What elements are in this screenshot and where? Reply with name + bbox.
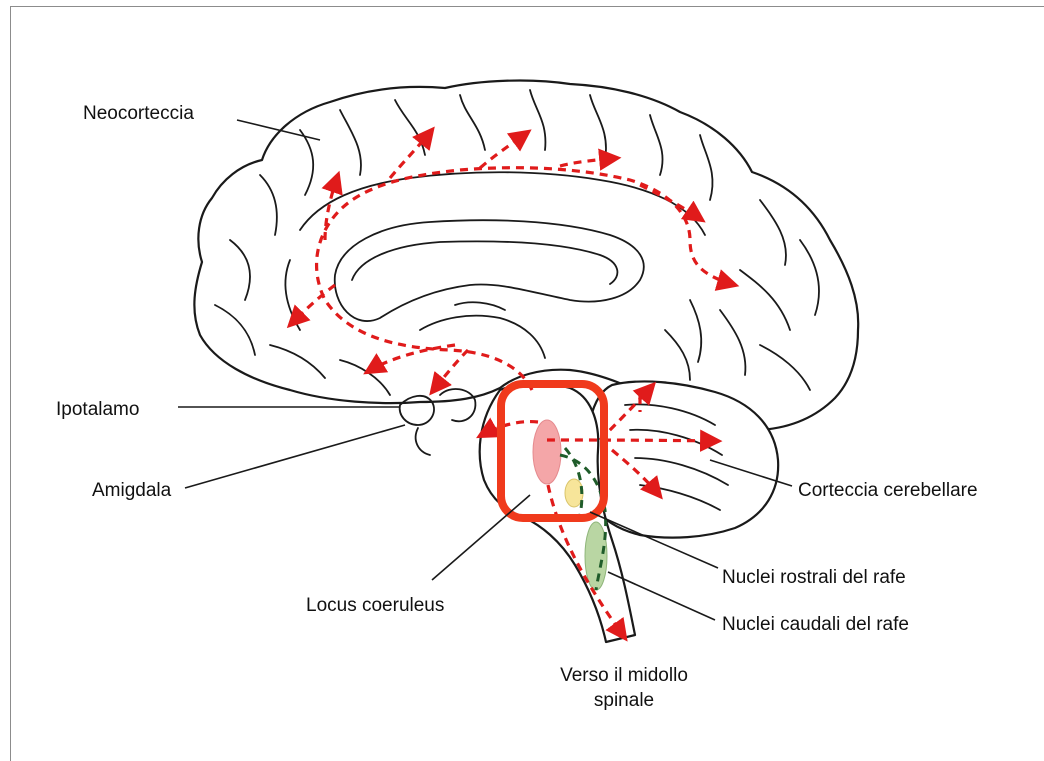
label-amygdala: Amigdala (92, 480, 172, 501)
label-to-spinal-cord-line2: spinale (594, 690, 654, 711)
cerebrum (194, 81, 858, 642)
label-caudal-raphe: Nuclei caudali del rafe (722, 614, 909, 635)
label-to-spinal-cord-line1: Verso il midollo (560, 665, 688, 686)
label-neocortex: Neocorteccia (83, 103, 194, 124)
label-locus-coeruleus: Locus coeruleus (306, 595, 444, 616)
label-hypothalamus: Ipotalamo (56, 399, 139, 420)
label-cerebellar-cortex: Corteccia cerebellare (798, 480, 978, 501)
locus-coeruleus-nucleus (533, 420, 561, 484)
label-rostral-raphe: Nuclei rostrali del rafe (722, 567, 906, 588)
